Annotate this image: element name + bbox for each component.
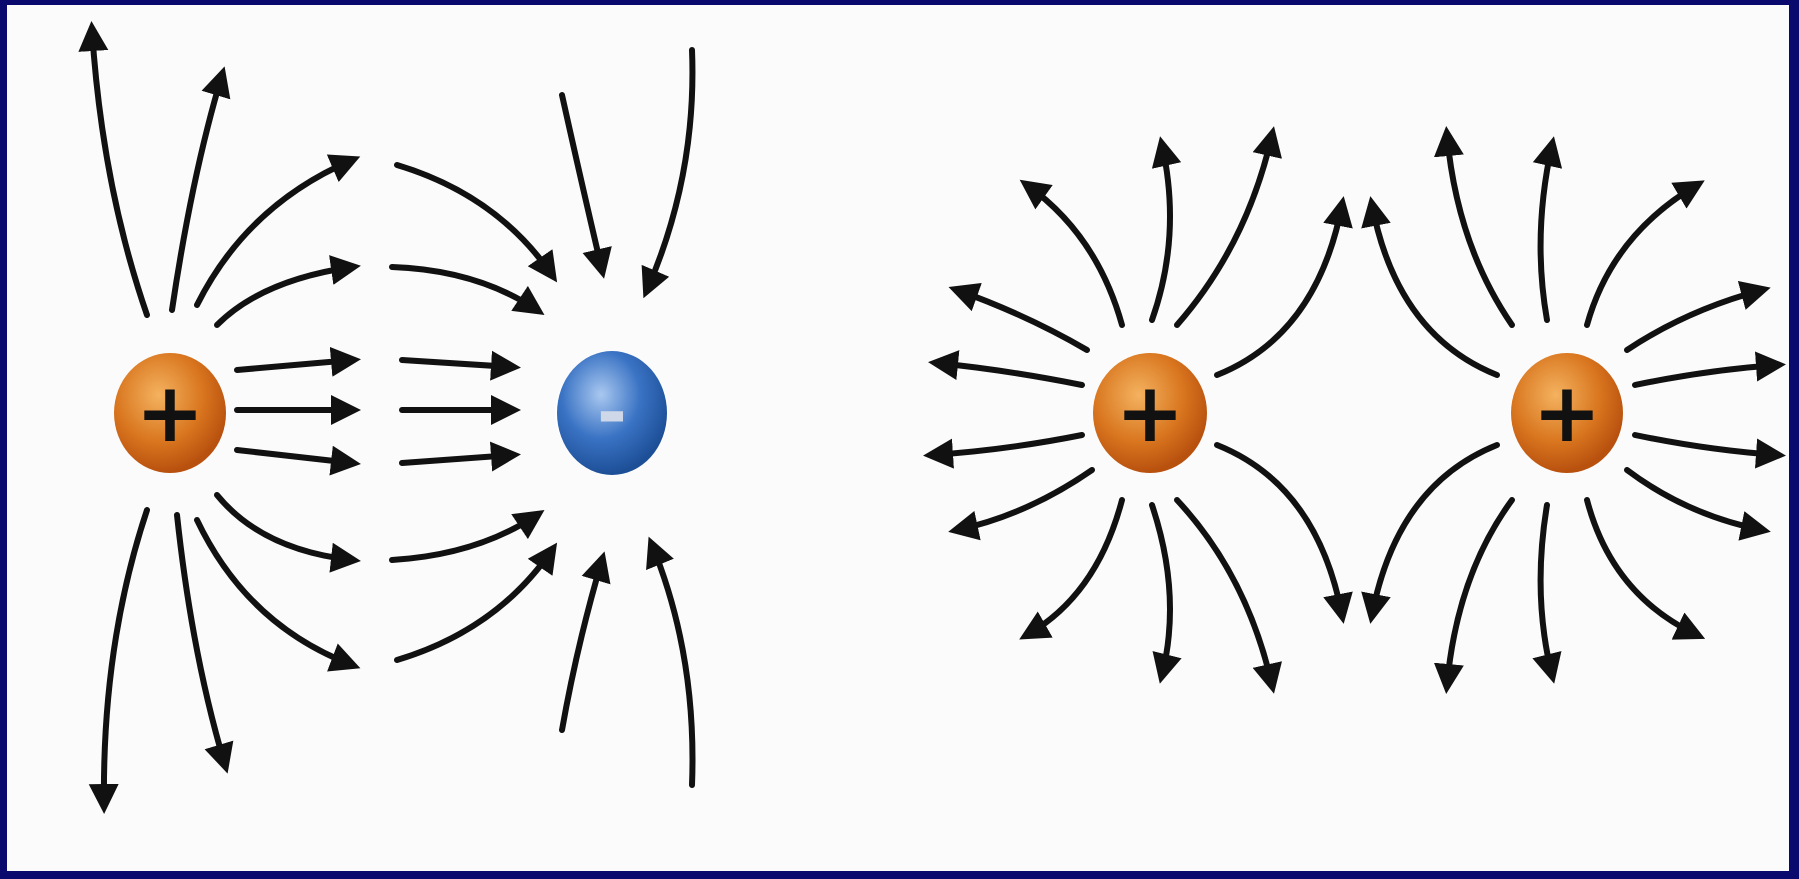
curved-field-lines-lower [197,495,552,665]
positive-charge-label: + [1116,366,1185,461]
diagram-canvas: + - [7,5,1789,871]
positive-charge-label: + [1533,366,1602,461]
curved-field-lines-upper [197,160,552,325]
positive-charge-label: + [136,366,205,461]
negative-charge: - [555,351,669,475]
straight-field-lines [237,360,512,463]
like-charges-panel [932,135,1777,685]
positive-charge-right: + [1510,353,1624,473]
field-lines-diagram: + - [7,5,1789,871]
negative-charge-label: - [597,370,627,454]
positive-charge-left: + [113,353,227,473]
positive-charge-middle: + [1093,353,1207,473]
